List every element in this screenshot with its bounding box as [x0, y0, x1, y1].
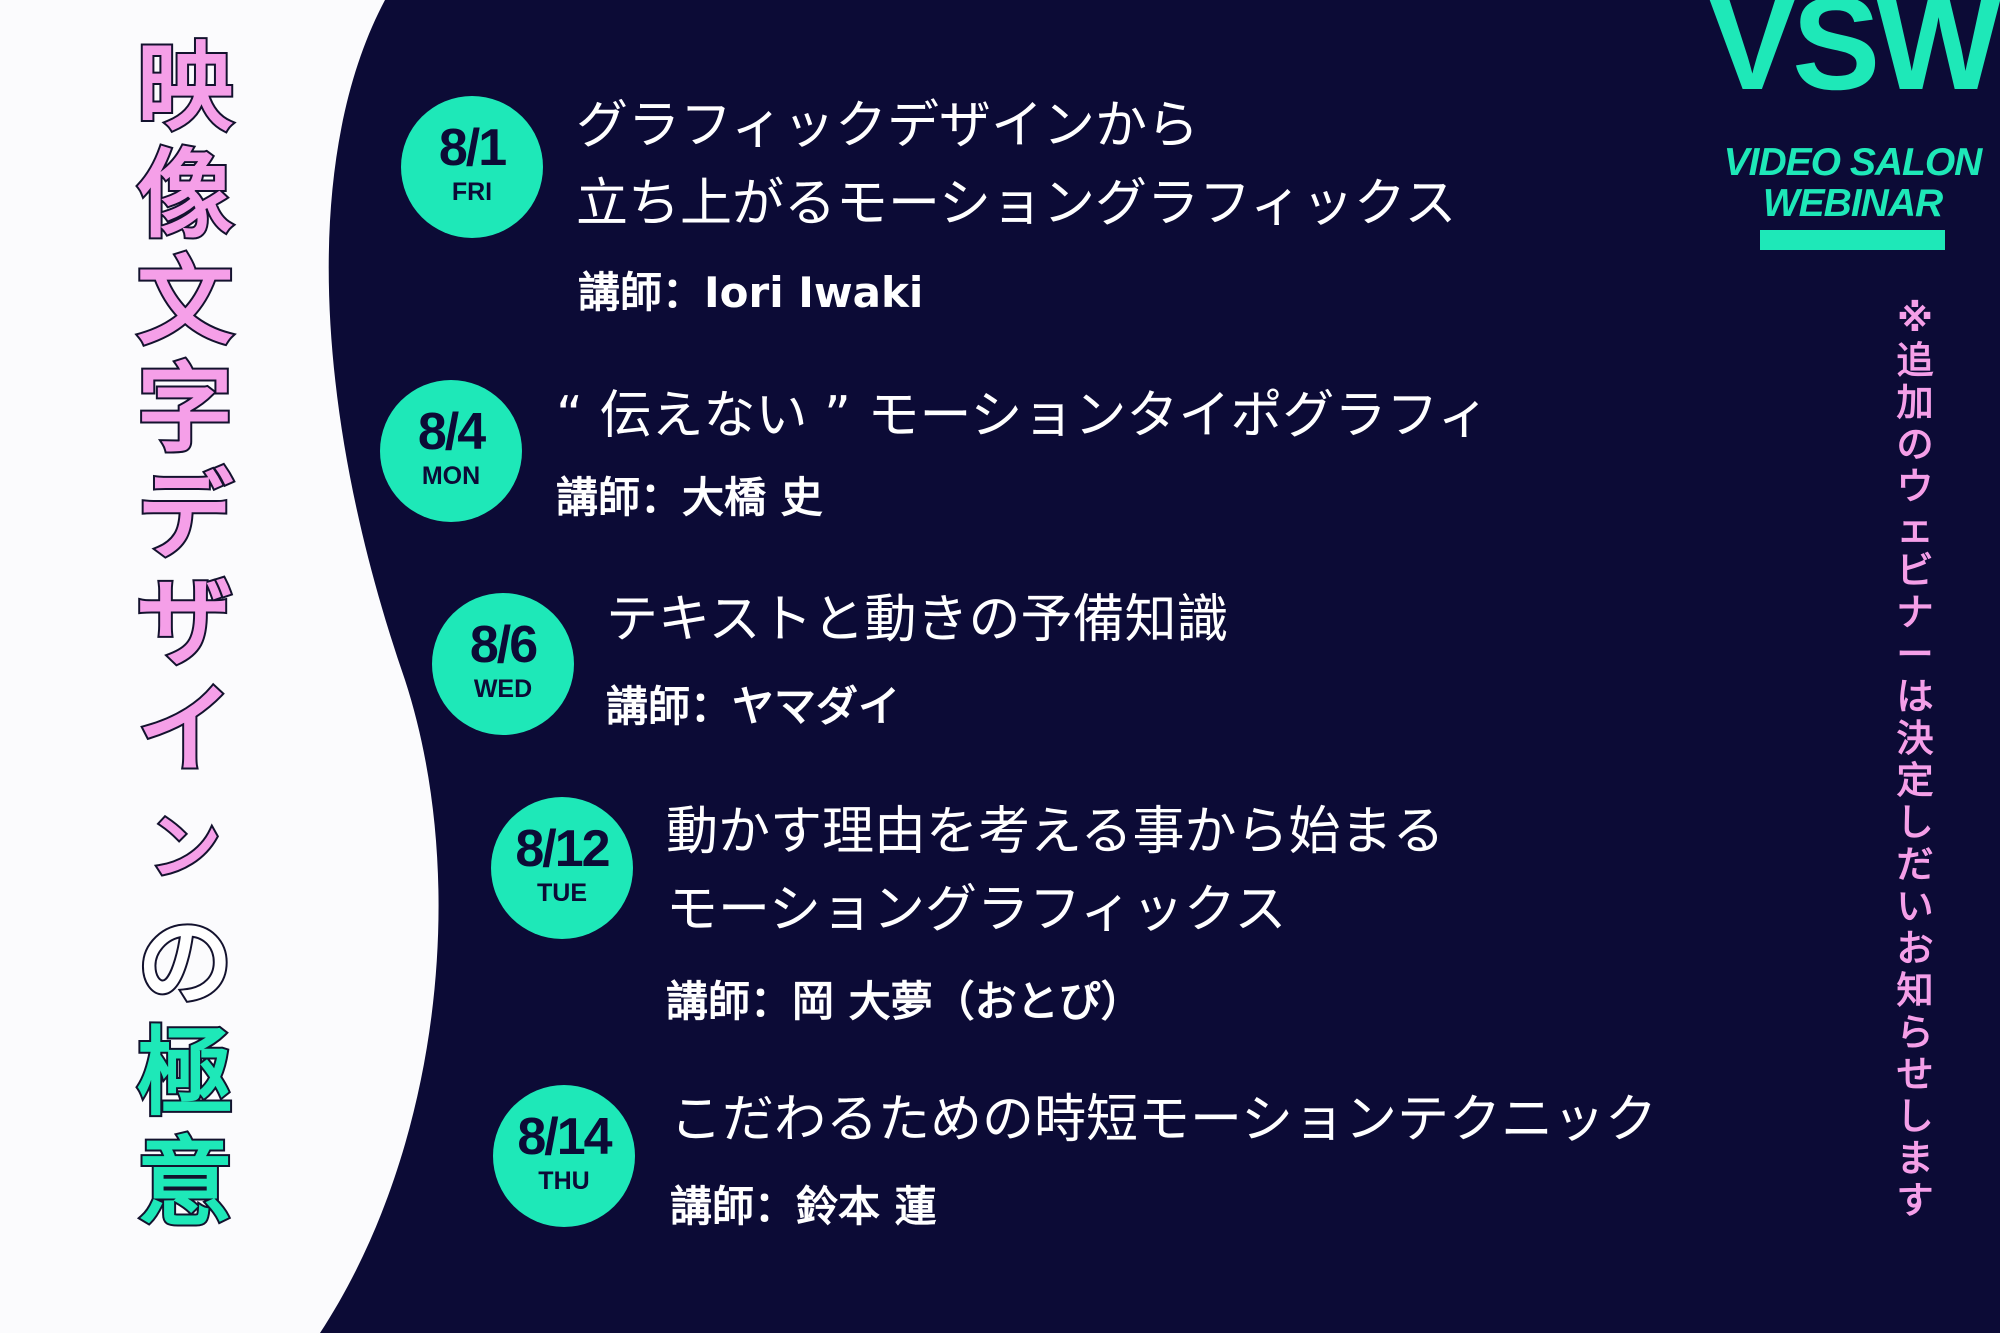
side-note-char: だ — [1896, 843, 1934, 886]
speaker-label: 講師：Iori Iwaki — [578, 268, 924, 317]
side-note-char: は — [1896, 675, 1934, 718]
title-char: 文 — [135, 246, 235, 358]
date-label: 8/12 — [515, 820, 610, 878]
vsw-logo: VSW VIDEO SALON WEBINAR — [1705, 0, 2000, 250]
title-char: 極 — [135, 1017, 235, 1129]
date-badge: 8/12 TUE — [491, 797, 633, 939]
side-note-char: の — [1896, 423, 1934, 466]
title-char: 字 — [135, 353, 235, 465]
logo-line-1: VIDEO SALON — [1723, 141, 1983, 184]
date-label: 8/4 — [417, 403, 486, 461]
date-badge: 8/1 FRI — [401, 96, 543, 238]
title-char: 意 — [135, 1127, 235, 1239]
title-line: モーショングラフィックス — [666, 880, 1287, 940]
side-note-char: お — [1896, 927, 1934, 970]
date-label: 8/1 — [438, 119, 507, 177]
side-note-char: ※ — [1897, 297, 1933, 340]
title-char: イ — [135, 674, 235, 786]
side-note-char: せ — [1896, 1053, 1934, 1096]
logo-bar — [1760, 230, 1945, 250]
title-line: テキストと動きの予備知識 — [606, 590, 1229, 650]
session-title: テキストと動きの予備知識 — [606, 581, 1228, 659]
title-char: ン — [147, 805, 223, 889]
weekday-label: WED — [473, 675, 533, 703]
side-note-char: 決 — [1896, 717, 1934, 760]
session-title: グラフィックデザインから 立ち上がるモーショングラフィックス — [576, 87, 1456, 243]
side-note-char: 加 — [1896, 381, 1934, 424]
side-note-char: い — [1896, 885, 1934, 928]
title-line: こだわるための時短モーションテクニック — [670, 1090, 1657, 1150]
title-char: 像 — [135, 139, 235, 251]
speaker-label: 講師：ヤマダイ — [606, 682, 901, 731]
date-badge: 8/14 THU — [493, 1085, 635, 1227]
side-note-char: し — [1896, 801, 1934, 844]
side-note-char: ー — [1896, 633, 1934, 676]
speaker-label: 講師：鈴本 蓮 — [670, 1182, 937, 1231]
title-char: 映 — [135, 32, 235, 144]
date-label: 8/6 — [469, 616, 538, 674]
side-note-char: す — [1896, 1179, 1934, 1222]
title-char: の — [135, 907, 235, 1019]
side-note-char: ェ — [1896, 507, 1934, 550]
side-note-char: 定 — [1896, 759, 1934, 802]
side-note-vertical: ※追加のウェビナーは決定しだいお知らせします — [1885, 300, 1945, 1224]
side-note-char: 追 — [1896, 339, 1934, 382]
title-line: 動かす理由を考える事から始まる — [666, 802, 1445, 862]
session-title: こだわるための時短モーションテクニック — [670, 1081, 1657, 1159]
side-note-char: ウ — [1896, 465, 1934, 508]
logo-mark: VSW — [1708, 0, 2000, 117]
weekday-label: THU — [538, 1167, 590, 1195]
speaker-label: 講師：岡 大夢（おとぴ） — [666, 977, 1143, 1026]
date-label: 8/14 — [517, 1108, 612, 1166]
title-char: ザ — [135, 567, 235, 679]
weekday-label: FRI — [451, 178, 493, 206]
side-note-char: 知 — [1896, 969, 1934, 1012]
title-line: グラフィックデザインから — [576, 96, 1199, 156]
side-note-char: ビ — [1896, 549, 1934, 592]
date-badge: 8/4 MON — [380, 380, 522, 522]
speaker-label: 講師：大橋 史 — [556, 473, 823, 522]
weekday-label: TUE — [537, 879, 587, 907]
vertical-title: 映像文字デザインの極意 — [110, 32, 260, 1245]
side-note-char: ま — [1896, 1137, 1934, 1180]
date-badge: 8/6 WED — [432, 593, 574, 735]
side-note-char: ナ — [1896, 591, 1934, 634]
side-note-char: ら — [1896, 1011, 1934, 1054]
title-line: 立ち上がるモーショングラフィックス — [576, 174, 1457, 234]
logo-line-2: WEBINAR — [1762, 182, 1943, 225]
title-line: “ 伝えない ” モーションタイポグラフィ — [556, 386, 1490, 446]
session-title: 動かす理由を考える事から始まる モーショングラフィックス — [666, 793, 1444, 949]
side-note-char: し — [1896, 1095, 1934, 1138]
session-title: “ 伝えない ” モーションタイポグラフィ — [556, 377, 1489, 455]
weekday-label: MON — [421, 462, 481, 490]
title-char: デ — [135, 460, 235, 572]
